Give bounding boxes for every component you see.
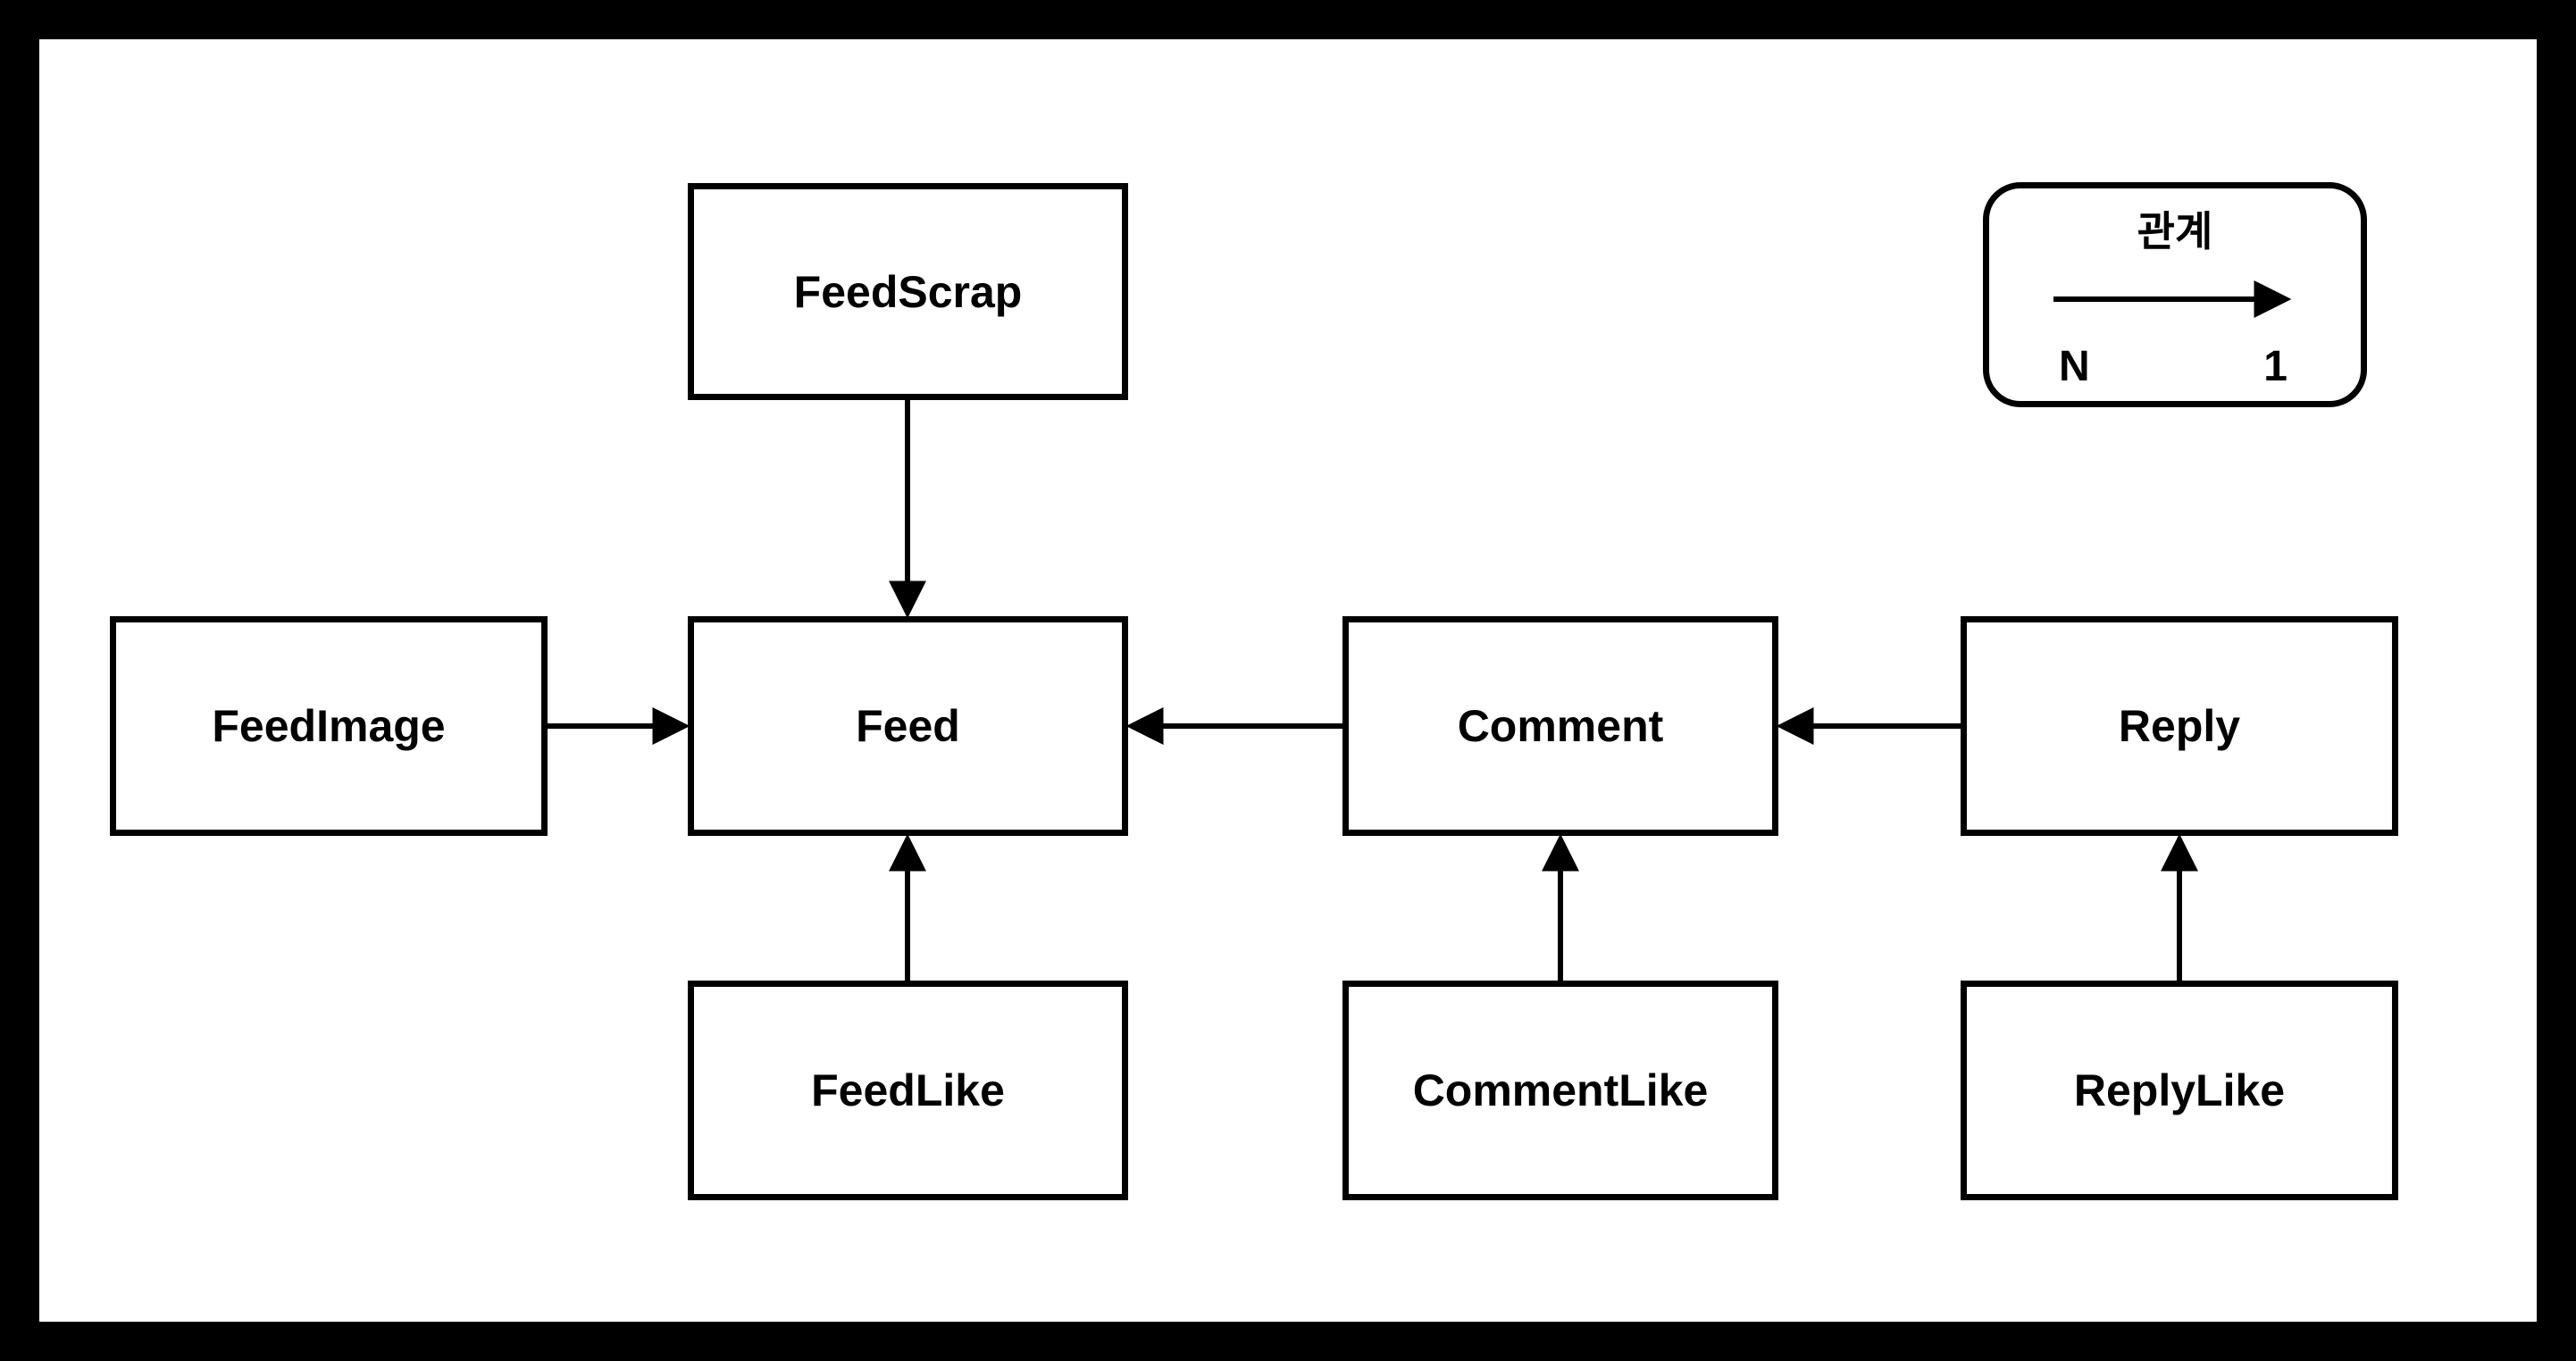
- legend-from-label: N: [2059, 343, 2090, 390]
- entity-replylike-label: ReplyLike: [2073, 1065, 2286, 1115]
- entity-feedscrap-label: FeedScrap: [793, 266, 1023, 317]
- diagram-canvas: FeedScrap FeedImage Feed Comment Reply F…: [39, 39, 2537, 1322]
- entity-feed-label: Feed: [856, 701, 960, 751]
- entity-feedimage-label: FeedImage: [212, 701, 446, 751]
- entity-feedscrap: FeedScrap: [688, 183, 1128, 400]
- entity-comment-label: Comment: [1457, 701, 1664, 751]
- entity-commentlike-label: CommentLike: [1412, 1065, 1709, 1115]
- entity-reply: Reply: [1961, 616, 2398, 836]
- legend-to-label: 1: [2263, 343, 2287, 390]
- legend-arrow-icon: [2053, 280, 2292, 318]
- entity-commentlike: CommentLike: [1342, 981, 1778, 1200]
- legend-title: 관계: [2137, 208, 2213, 255]
- entity-feedlike: FeedLike: [688, 981, 1128, 1200]
- entity-feed: Feed: [688, 616, 1128, 836]
- entity-feedimage: FeedImage: [110, 616, 548, 836]
- legend-box: 관계 N 1: [1983, 182, 2367, 407]
- entity-reply-label: Reply: [2118, 701, 2241, 751]
- entity-comment: Comment: [1342, 616, 1778, 836]
- entity-replylike: ReplyLike: [1961, 981, 2398, 1200]
- entity-feedlike-label: FeedLike: [811, 1065, 1005, 1115]
